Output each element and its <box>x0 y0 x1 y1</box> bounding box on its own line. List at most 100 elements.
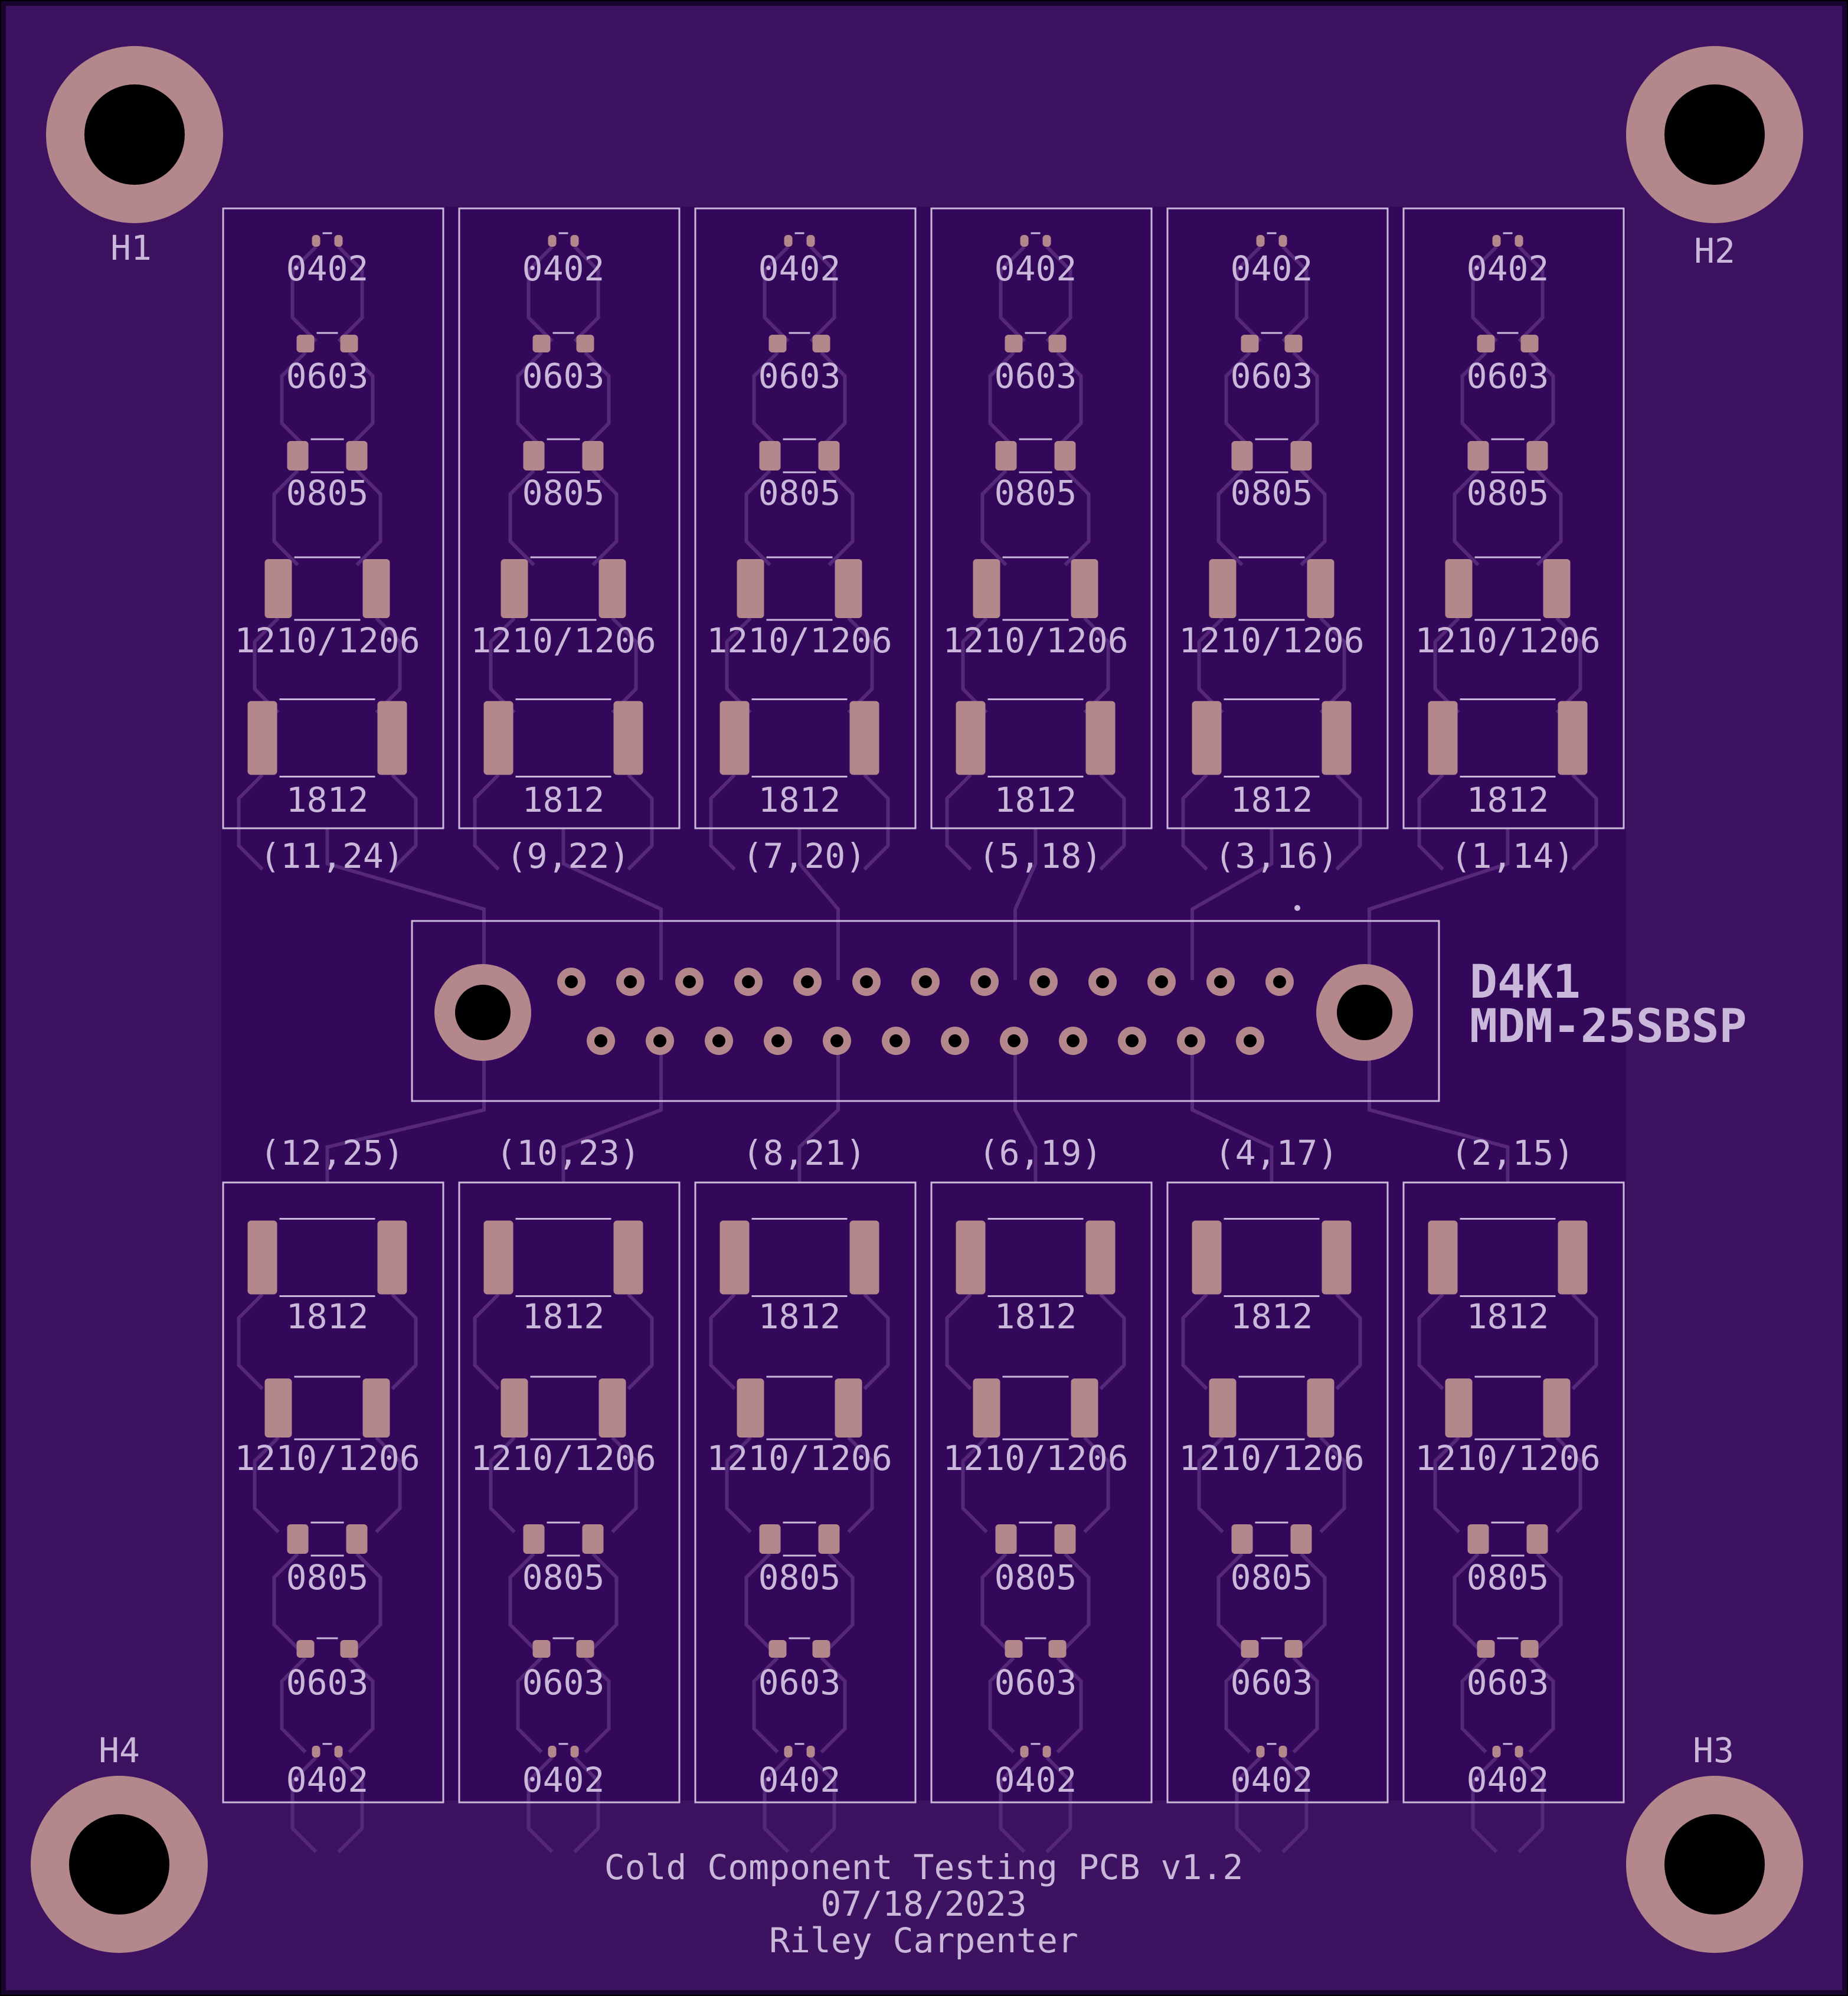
footprint-0402[interactable]: 0402 <box>758 1743 841 1800</box>
mounting-hole-h2[interactable] <box>1626 46 1803 223</box>
footprint-label: 1812 <box>1467 1296 1549 1337</box>
footprint-1210-1206[interactable]: 1210/1206 <box>943 556 1129 661</box>
footprint-0603[interactable]: 0603 <box>1231 1637 1313 1703</box>
footprint-1210-1206[interactable]: 1210/1206 <box>234 1376 420 1478</box>
footprint-label: 1210/1206 <box>470 620 656 661</box>
footprint-0603[interactable]: 0603 <box>1231 332 1313 396</box>
footprint-label: 0402 <box>286 249 369 289</box>
footprint-1210-1206[interactable]: 1210/1206 <box>1179 556 1365 661</box>
pin-pair-label: (3,16) <box>1215 836 1339 876</box>
footprint-label: 1812 <box>286 1296 369 1337</box>
footprint-0402[interactable]: 0402 <box>758 232 841 289</box>
footprint-1812[interactable]: 1812 <box>247 1218 407 1337</box>
footprint-1210-1206[interactable]: 1210/1206 <box>1415 1376 1601 1478</box>
footprint-label: 0402 <box>758 249 841 289</box>
pin-pair-label: (6,19) <box>979 1133 1103 1173</box>
mounting-hole-h3[interactable] <box>1626 1776 1803 1953</box>
bottom_row-module-4[interactable]: 1812 1210/1206 0805 0603 0402 (6,19) <box>930 1133 1153 1804</box>
footprint-label: 0805 <box>758 473 841 513</box>
footprint-0805[interactable]: 0805 <box>286 1521 369 1598</box>
footprint-label: 0805 <box>522 1557 605 1598</box>
mounting-hole-h1[interactable] <box>46 46 223 223</box>
footprint-1210-1206[interactable]: 1210/1206 <box>234 556 420 661</box>
footprint-1812[interactable]: 1812 <box>1428 1218 1588 1337</box>
footprint-label: 0402 <box>1231 249 1313 289</box>
bottom_row-module-5[interactable]: 1812 1210/1206 0805 0603 0402 (4,17) <box>1166 1133 1389 1804</box>
footprint-1210-1206[interactable]: 1210/1206 <box>470 1376 656 1478</box>
footprint-0805[interactable]: 0805 <box>522 438 605 513</box>
footprint-0805[interactable]: 0805 <box>286 438 369 513</box>
footprint-0603[interactable]: 0603 <box>522 1637 605 1703</box>
footprint-1210-1206[interactable]: 1210/1206 <box>1179 1376 1365 1478</box>
footprint-0603[interactable]: 0603 <box>522 332 605 396</box>
footprint-0603[interactable]: 0603 <box>286 332 369 396</box>
pin-pair-label: (9,22) <box>506 836 630 876</box>
footprint-0402[interactable]: 0402 <box>1231 1743 1313 1800</box>
footprint-1210-1206[interactable]: 1210/1206 <box>943 1376 1129 1478</box>
footer-author: Riley Carpenter <box>769 1920 1078 1961</box>
footprint-1812[interactable]: 1812 <box>247 698 407 821</box>
footprint-1812[interactable]: 1812 <box>719 1218 879 1337</box>
footprint-0402[interactable]: 0402 <box>995 232 1077 289</box>
pin-pair-label: (8,21) <box>743 1133 866 1173</box>
footprint-0603[interactable]: 0603 <box>1467 1637 1549 1703</box>
footprint-1812[interactable]: 1812 <box>956 698 1116 821</box>
footprint-1812[interactable]: 1812 <box>1192 1218 1352 1337</box>
footprint-1812[interactable]: 1812 <box>1428 698 1588 821</box>
footprint-0603[interactable]: 0603 <box>286 1637 369 1703</box>
footprint-0402[interactable]: 0402 <box>1467 232 1549 289</box>
footprint-1210-1206[interactable]: 1210/1206 <box>707 556 892 661</box>
footprint-label: 1210/1206 <box>470 1438 656 1478</box>
footprint-0402[interactable]: 0402 <box>1467 1743 1549 1800</box>
footprint-0402[interactable]: 0402 <box>522 232 605 289</box>
footprint-1812[interactable]: 1812 <box>483 698 643 821</box>
footprint-1812[interactable]: 1812 <box>956 1218 1116 1337</box>
footprint-label: 1210/1206 <box>1415 620 1600 661</box>
footprint-0805[interactable]: 0805 <box>758 438 841 513</box>
footprint-label: 0805 <box>1467 1557 1549 1598</box>
footprint-0402[interactable]: 0402 <box>522 1743 605 1800</box>
footprint-1812[interactable]: 1812 <box>1192 698 1352 821</box>
pin-pair-label: (4,17) <box>1215 1133 1339 1173</box>
footprint-1812[interactable]: 1812 <box>719 698 879 821</box>
footprint-label: 0402 <box>995 249 1077 289</box>
footprint-label: 0603 <box>1231 1662 1313 1703</box>
footprint-0805[interactable]: 0805 <box>995 438 1077 513</box>
footprint-1210-1206[interactable]: 1210/1206 <box>707 1376 892 1478</box>
footprint-0805[interactable]: 0805 <box>1231 1521 1313 1598</box>
footprint-0603[interactable]: 0603 <box>995 332 1077 396</box>
mounting-hole-h4[interactable] <box>31 1776 208 1953</box>
footprint-0805[interactable]: 0805 <box>758 1521 841 1598</box>
footprint-0603[interactable]: 0603 <box>758 332 841 396</box>
footprint-1210-1206[interactable]: 1210/1206 <box>470 556 656 661</box>
footprint-label: 0402 <box>522 1760 605 1800</box>
footprint-0805[interactable]: 0805 <box>995 1521 1077 1598</box>
footprint-0402[interactable]: 0402 <box>1231 232 1313 289</box>
footprint-0402[interactable]: 0402 <box>286 232 369 289</box>
bottom_row-module-3[interactable]: 1812 1210/1206 0805 0603 0402 (8,21) <box>694 1133 917 1804</box>
footprint-0603[interactable]: 0603 <box>1467 332 1549 396</box>
footprint-0805[interactable]: 0805 <box>1467 1521 1549 1598</box>
footprint-0603[interactable]: 0603 <box>758 1637 841 1703</box>
footprint-label: 0603 <box>522 356 605 396</box>
footprint-0603[interactable]: 0603 <box>995 1637 1077 1703</box>
footprint-0805[interactable]: 0805 <box>1467 438 1549 513</box>
footprint-0805[interactable]: 0805 <box>522 1521 605 1598</box>
footprint-0402[interactable]: 0402 <box>995 1743 1077 1800</box>
footprint-1812[interactable]: 1812 <box>483 1218 643 1337</box>
footprint-0805[interactable]: 0805 <box>1231 438 1313 513</box>
footprint-1210-1206[interactable]: 1210/1206 <box>1415 556 1601 661</box>
footprint-0402[interactable]: 0402 <box>286 1743 369 1800</box>
top_row-module-2[interactable]: 0402 0603 0805 1210/1206 1812 (9,22) <box>458 207 681 876</box>
footprint-label: 1812 <box>758 1296 841 1337</box>
top_row-module-5[interactable]: 0402 0603 0805 1210/1206 1812 (3,16) <box>1166 207 1389 876</box>
dsub-connector[interactable] <box>411 905 1440 1102</box>
